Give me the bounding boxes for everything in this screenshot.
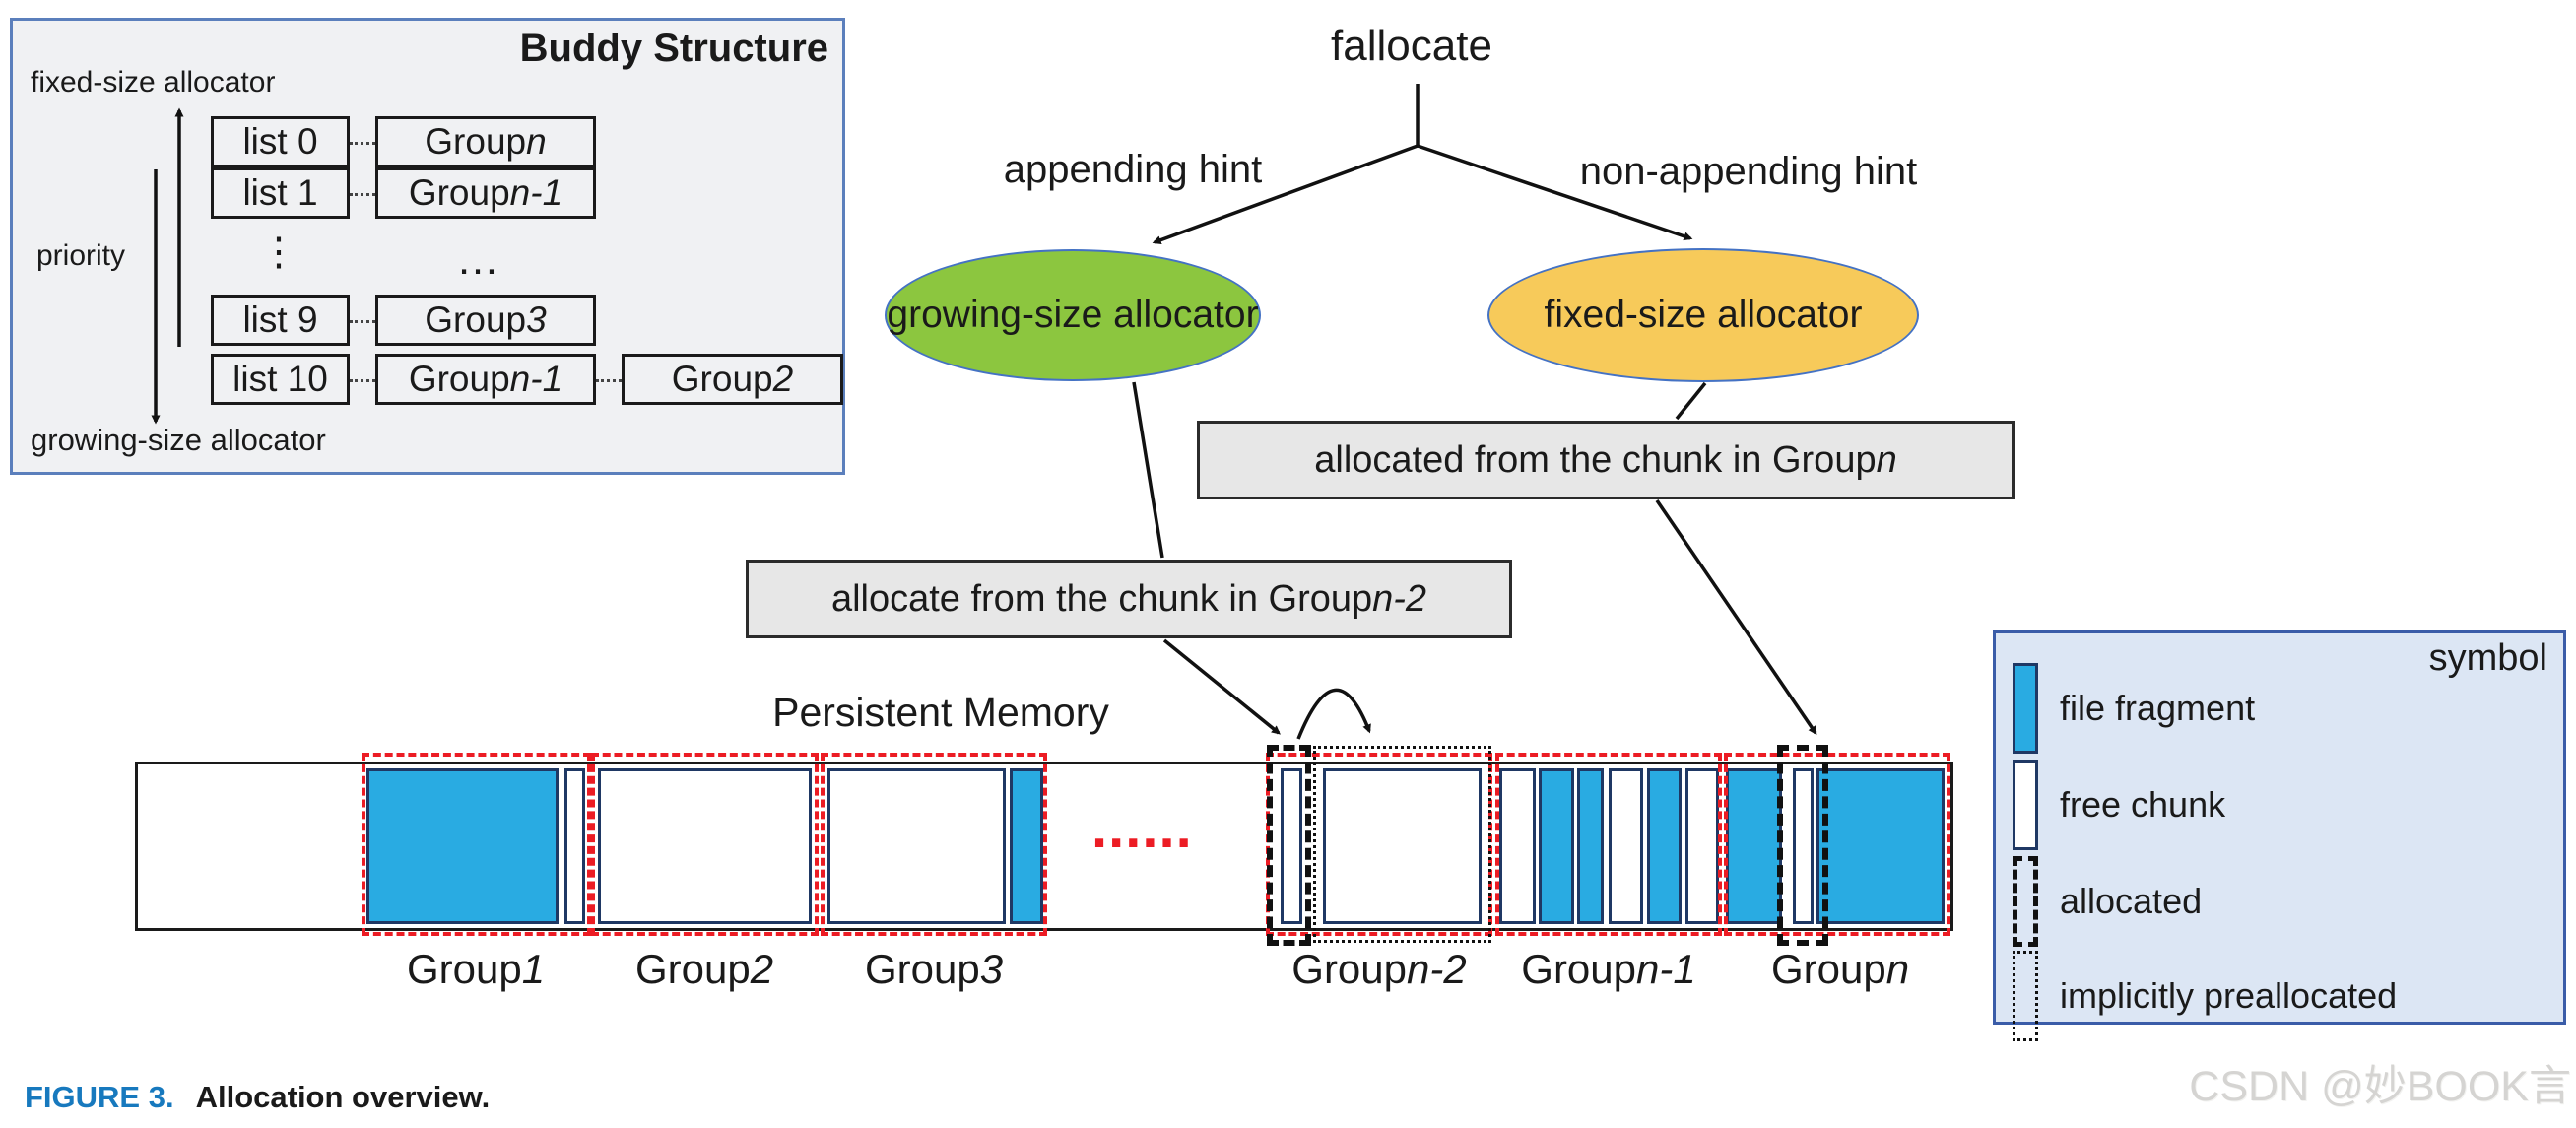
chunk-file-fragment xyxy=(1816,768,1945,924)
non-appending-hint-label: non-appending hint xyxy=(1579,150,1918,193)
chunk-file-fragment xyxy=(366,768,559,924)
group-n-outline xyxy=(1724,753,1950,936)
group-1-outline xyxy=(362,753,591,936)
buddy-group-n-box: Group n xyxy=(375,116,596,167)
file-fragment-swatch xyxy=(2013,663,2038,754)
chunk-file-fragment xyxy=(1010,768,1043,924)
csdn-watermark: CSDN @妙BOOK言 xyxy=(2189,1063,2571,1110)
buddy-group-n1b-box: Group n-1 xyxy=(375,354,596,405)
chunk-free xyxy=(1685,768,1719,924)
implicitly-preallocated-swatch xyxy=(2013,951,2038,1041)
growing-size-allocator-label: growing-size allocator xyxy=(31,423,326,457)
buddy-group-2-box: Group 2 xyxy=(622,354,843,405)
growing-size-allocator-node: growing-size allocator xyxy=(885,249,1261,381)
chunk-file-fragment xyxy=(1577,768,1604,924)
legend-row-free-chunk: free chunk xyxy=(2013,760,2552,850)
chunk-file-fragment xyxy=(1726,768,1782,924)
appending-hint-label: appending hint xyxy=(1003,148,1263,191)
legend-row-implicitly-preallocated: implicitly preallocated xyxy=(2013,951,2552,1041)
allocated-outline-group-n xyxy=(1777,745,1828,946)
buddy-connector xyxy=(350,193,375,196)
prealloc-arc-arrow xyxy=(1296,688,1371,740)
fixed-size-allocator-node: fixed-size allocator xyxy=(1487,248,1919,382)
buddy-group-3-box: Group 3 xyxy=(375,295,596,346)
callout-n-to-bar-arrow xyxy=(1655,499,1817,736)
fallocate-label: fallocate xyxy=(1331,22,1492,70)
chunk-free xyxy=(1499,768,1536,924)
bar-ellipsis-dots: ...... xyxy=(1091,796,1193,860)
growing-to-callout-line xyxy=(1132,381,1164,559)
buddy-list-10-box: list 10 xyxy=(211,354,350,405)
fixed-size-allocator-label: fixed-size allocator xyxy=(31,66,276,99)
chunk-free xyxy=(827,768,1006,924)
symbol-legend-panel: symbol file fragment free chunk allocate… xyxy=(1993,630,2566,1041)
group-n1-label: Group n-1 xyxy=(1521,946,1696,992)
buddy-connector xyxy=(350,142,375,145)
allocated-swatch xyxy=(2013,856,2038,947)
buddy-list-9-box: list 9 xyxy=(211,295,350,346)
group-3-outline xyxy=(821,753,1047,936)
group-2-label: Group 2 xyxy=(634,946,774,992)
buddy-group-n1-box: Group n-1 xyxy=(375,167,596,219)
chunk-file-fragment xyxy=(1647,768,1682,924)
buddy-list-1-box: list 1 xyxy=(211,167,350,219)
callout-n2-to-bar-arrow xyxy=(1162,638,1281,735)
priority-label: priority xyxy=(36,239,126,272)
chunk-free-allocated xyxy=(1793,768,1814,924)
group-n1-outline xyxy=(1495,753,1722,936)
chunk-free xyxy=(598,768,812,924)
figure-caption: FIGURE 3. Allocation overview. xyxy=(25,1080,490,1115)
group-3-label: Group 3 xyxy=(864,946,1004,992)
buddy-vertical-dots: ⋮ xyxy=(259,231,298,274)
buddy-list-0-box: list 0 xyxy=(211,116,350,167)
chunk-free xyxy=(564,768,585,924)
chunk-free-allocated xyxy=(1281,768,1302,924)
buddy-connector xyxy=(350,379,375,382)
allocate-group-n2-callout: allocate from the chunk in Group n-2 xyxy=(746,560,1512,638)
legend-title: symbol xyxy=(2428,637,2547,679)
chunk-free xyxy=(1609,768,1643,924)
implicitly-preallocated-outline xyxy=(1313,746,1491,943)
chunk-free-implicitly-preallocated xyxy=(1323,768,1482,924)
chunk-file-fragment xyxy=(1539,768,1574,924)
buddy-title: Buddy Structure xyxy=(519,27,828,70)
fixed-to-callout-line xyxy=(1675,381,1707,421)
group-n-label: Group n xyxy=(1770,946,1910,992)
buddy-structure-panel: Buddy Structure fixed-size allocator pri… xyxy=(10,18,845,475)
buddy-connector xyxy=(596,379,622,382)
free-chunk-swatch xyxy=(2013,760,2038,850)
allocated-group-n-callout: allocated from the chunk in Group n xyxy=(1197,421,2015,499)
allocated-outline-group-n2 xyxy=(1267,745,1311,946)
figure-number: FIGURE 3. xyxy=(25,1080,174,1114)
group-n2-label: Group n-2 xyxy=(1291,946,1467,992)
figure-caption-text: Allocation overview. xyxy=(195,1080,491,1114)
legend-row-file-fragment: file fragment xyxy=(2013,663,2552,754)
persistent-memory-label: Persistent Memory xyxy=(772,690,1109,735)
legend-row-allocated: allocated xyxy=(2013,856,2552,947)
buddy-horizontal-dots: … xyxy=(456,235,499,284)
group-2-outline xyxy=(591,753,819,936)
group-1-label: Group 1 xyxy=(406,946,546,992)
buddy-connector xyxy=(350,320,375,323)
